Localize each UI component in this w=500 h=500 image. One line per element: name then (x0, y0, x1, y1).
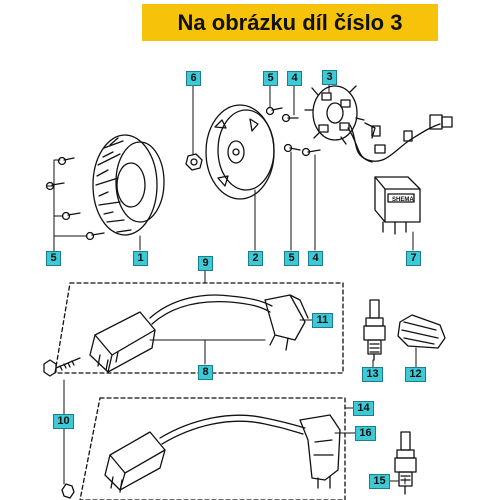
callout-5-left: 5 (46, 251, 61, 266)
spark-plug-alt-part (394, 431, 417, 495)
spark-plug-cap-alt-part (299, 414, 341, 489)
stator-part (304, 85, 365, 145)
title-banner: Na obrázku díl číslo 3 (142, 4, 438, 41)
callout-14: 14 (353, 401, 374, 416)
cooling-fan-part (92, 134, 165, 236)
callout-5-bottom: 5 (284, 251, 299, 266)
callout-16: 16 (355, 426, 376, 441)
stator-wiring (347, 114, 453, 163)
ignition-coil-alt-group-box (79, 397, 346, 500)
callout-10: 10 (53, 414, 74, 429)
callout-8: 8 (198, 365, 213, 380)
regulator-part (374, 176, 421, 235)
callout-3: 3 (322, 70, 337, 85)
flywheel-part (205, 104, 275, 200)
regulator-brand-text: SHEMA (392, 197, 414, 203)
ignition-coil-alt-part (104, 414, 306, 493)
callout-5-top: 5 (263, 71, 278, 86)
title-text: Na obrázku díl číslo 3 (177, 10, 403, 35)
callout-4-top: 4 (287, 71, 302, 86)
callout-2: 2 (248, 251, 263, 266)
callout-12: 12 (405, 367, 426, 382)
nut-part (185, 153, 203, 171)
callout-6: 6 (186, 71, 201, 86)
ignition-coil-group-box (54, 282, 344, 374)
callout-7: 7 (406, 251, 421, 266)
callout-9: 9 (198, 256, 213, 271)
ignition-coil-part (89, 294, 273, 373)
grommet-part (397, 314, 446, 349)
callout-15: 15 (369, 474, 390, 489)
spark-plug-part (363, 299, 386, 361)
callout-13: 13 (362, 367, 383, 382)
screws (45, 106, 321, 241)
callout-4-bottom: 4 (308, 251, 323, 266)
callout-11: 11 (312, 313, 333, 328)
leader-lines (46, 80, 417, 485)
spark-plug-cap-part (264, 294, 309, 351)
callout-1: 1 (133, 251, 148, 266)
long-bolt-part (43, 357, 81, 499)
